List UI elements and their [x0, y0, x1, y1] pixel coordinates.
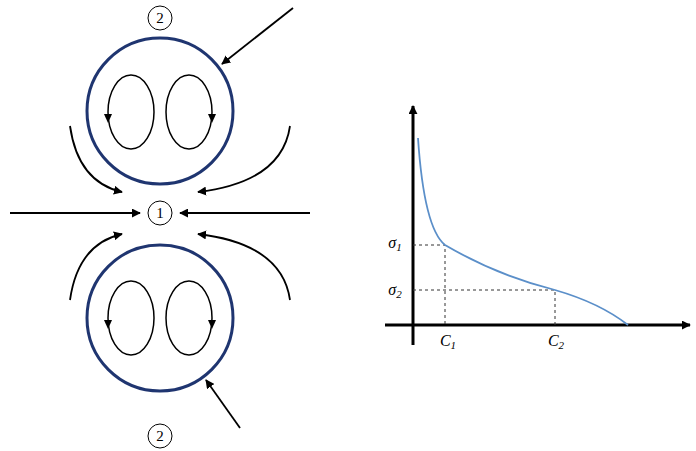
axis-label: σ2 [387, 281, 402, 299]
flow-arrow [206, 380, 240, 428]
axis-label: σ1 [387, 234, 402, 252]
vortex-arrowhead [208, 320, 216, 329]
bubble-outline [87, 245, 233, 391]
bubble-outline [87, 38, 233, 184]
y-axis [412, 106, 415, 345]
callout-number: 2 [156, 10, 164, 27]
vortex-arrowhead [104, 114, 112, 123]
callout-circle: 2 [147, 5, 173, 31]
flow-arrow [70, 234, 122, 300]
callout-circle: 2 [147, 423, 173, 449]
vortex-arrowhead [104, 320, 112, 329]
x-axis [385, 324, 690, 327]
flow-arrow [10, 212, 140, 214]
vortex-arrowhead [208, 114, 216, 123]
flow-arrow [70, 126, 122, 192]
vortex-loop [166, 75, 212, 149]
callout-circle: 1 [147, 200, 173, 226]
guide-line [413, 290, 555, 325]
flow-arrow [198, 234, 290, 300]
axis-label: C2 [547, 332, 565, 350]
guide-line [413, 245, 445, 325]
callout-number: 1 [156, 205, 164, 222]
flow-arrow [180, 212, 310, 214]
decay-curve [418, 138, 628, 325]
axis-label: C1 [439, 332, 457, 350]
vortex-loop [108, 281, 154, 355]
vortex-loop [108, 75, 154, 149]
vortex-loop [166, 281, 212, 355]
flow-arrow [198, 126, 290, 192]
flow-arrow [222, 8, 293, 64]
callout-number: 2 [156, 428, 164, 445]
